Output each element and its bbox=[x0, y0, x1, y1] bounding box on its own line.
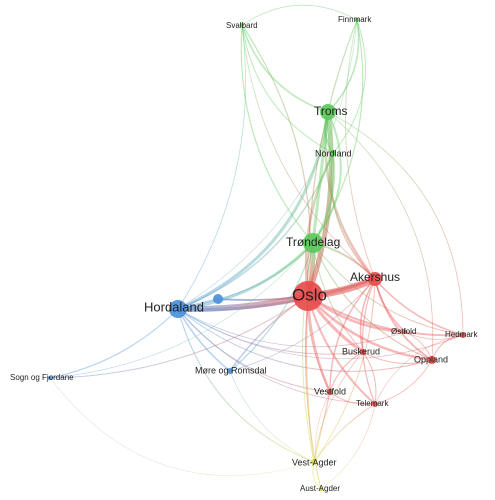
edge-troms-trondelag bbox=[312, 111, 342, 244]
node-ostfold[interactable] bbox=[403, 330, 407, 334]
edge-buskerud-vestagder bbox=[313, 351, 364, 463]
edge-akershus-nordland bbox=[330, 152, 376, 280]
node-trondelag[interactable] bbox=[303, 233, 323, 253]
edge-more-vestagder bbox=[229, 370, 315, 463]
nodes-layer bbox=[48, 18, 466, 491]
node-sogn[interactable] bbox=[48, 376, 52, 380]
edge-akershus-oppland bbox=[374, 278, 433, 361]
edge-hordaland-telemark bbox=[177, 308, 376, 405]
node-label-more: Møre og Romsdal bbox=[195, 365, 267, 375]
edge-oslo-finnmark bbox=[307, 19, 358, 297]
node-akershus[interactable] bbox=[368, 272, 382, 286]
edge-oslo-hedmark bbox=[307, 295, 464, 337]
node-buskerud[interactable] bbox=[360, 349, 366, 355]
node-label-hordaland: Hordaland bbox=[144, 299, 204, 314]
node-vestagder[interactable] bbox=[311, 459, 317, 465]
node-label-sogn: Sogn og Fjordane bbox=[10, 373, 74, 382]
edge-svalbard-finnmark bbox=[241, 4, 358, 26]
edge-buskerud-telemark bbox=[362, 351, 377, 405]
edge-trondelag-vestfold bbox=[306, 242, 331, 393]
edge-buskerud-oppland bbox=[362, 351, 433, 364]
node-label-ostfold: Østfold bbox=[391, 327, 416, 336]
node-austagder[interactable] bbox=[319, 487, 323, 491]
edge-sogn-trondelag bbox=[49, 242, 314, 379]
node-label-oppland: Oppland bbox=[414, 354, 448, 364]
edge-sogn-vestagder bbox=[49, 377, 315, 476]
edge-troms-hedmark bbox=[327, 111, 464, 336]
edge-hordaland-svalbard bbox=[177, 24, 246, 310]
node-label-akershus: Akershus bbox=[350, 270, 400, 284]
edge-nordland-svalbard bbox=[241, 24, 334, 154]
edge-more-akershus bbox=[229, 278, 376, 372]
edge-trondelag-troms bbox=[311, 110, 330, 245]
node-blue_mid[interactable] bbox=[213, 294, 223, 304]
edge-oslo-oppland bbox=[306, 294, 434, 362]
node-label-buskerud: Buskerud bbox=[342, 346, 380, 356]
node-label-troms: Troms bbox=[314, 104, 348, 118]
node-label-finnmark: Finnmark bbox=[338, 15, 372, 24]
edge-akershus-svalbard bbox=[241, 24, 376, 280]
edge-telemark-vestagder bbox=[313, 403, 376, 463]
node-label-telemark: Telemark bbox=[356, 399, 389, 408]
edge-akershus-hedmark bbox=[374, 278, 464, 336]
edge-buskerud-vestfold bbox=[329, 351, 364, 393]
edge-akershus-ostfold bbox=[374, 278, 406, 333]
edge-akershus-finnmark bbox=[345, 19, 376, 280]
node-hedmark[interactable] bbox=[460, 332, 466, 338]
edge-sogn-oslo bbox=[49, 295, 309, 379]
edge-troms-svalbard bbox=[241, 24, 329, 113]
node-label-austagder: Aust-Agder bbox=[300, 484, 340, 493]
edge-telemark-hedmark bbox=[374, 334, 464, 405]
node-label-trondelag: Trøndelag bbox=[286, 235, 340, 249]
node-oppland[interactable] bbox=[428, 356, 436, 364]
edge-blue_mid-trondelag bbox=[217, 242, 314, 300]
node-label-nordland: Nordland bbox=[315, 148, 352, 158]
edge-nordland-finnmark bbox=[332, 19, 366, 154]
node-label-svalbard: Svalbard bbox=[226, 21, 258, 30]
edge-trondelag-svalbard bbox=[240, 24, 314, 244]
node-label-oslo: Oslo bbox=[292, 285, 327, 304]
edge-trondelag-buskerud bbox=[312, 242, 364, 353]
node-troms[interactable] bbox=[320, 104, 336, 120]
edge-trondelag-hedmark bbox=[312, 242, 464, 336]
edge-vestfold-telemark bbox=[329, 391, 376, 405]
edge-trondelag-oppland bbox=[312, 242, 433, 361]
node-label-vestfold: Vestfold bbox=[314, 386, 346, 396]
node-nordland[interactable] bbox=[330, 150, 336, 156]
node-finnmark[interactable] bbox=[355, 18, 359, 22]
edge-telemark-oppland bbox=[374, 359, 433, 405]
node-more[interactable] bbox=[227, 368, 233, 374]
edge-hordaland-sogn bbox=[49, 308, 179, 379]
edge-troms-oppland bbox=[327, 111, 434, 361]
edge-austagder-vestfold bbox=[314, 391, 331, 490]
edge-hordaland-vestagder bbox=[177, 308, 315, 463]
node-hordaland[interactable] bbox=[169, 300, 187, 318]
node-telemark[interactable] bbox=[372, 401, 378, 407]
edge-hordaland-oppland bbox=[177, 308, 433, 372]
edge-hordaland-ostfold bbox=[177, 308, 406, 348]
edge-akershus-vestagder bbox=[313, 278, 376, 463]
edge-trondelag-finnmark bbox=[312, 19, 364, 244]
node-label-vestagder: Vest-Agder bbox=[292, 457, 337, 467]
edge-akershus-telemark bbox=[361, 278, 376, 405]
edge-troms-finnmark bbox=[327, 19, 360, 113]
edge-austagder-telemark bbox=[320, 403, 376, 490]
edge-hordaland-finnmark bbox=[177, 19, 358, 310]
node-label-hedmark: Hedmark bbox=[445, 330, 478, 339]
node-svalbard[interactable] bbox=[240, 23, 244, 27]
node-oslo[interactable] bbox=[293, 281, 323, 311]
edges-layer bbox=[49, 4, 464, 490]
node-vestfold[interactable] bbox=[327, 389, 333, 395]
